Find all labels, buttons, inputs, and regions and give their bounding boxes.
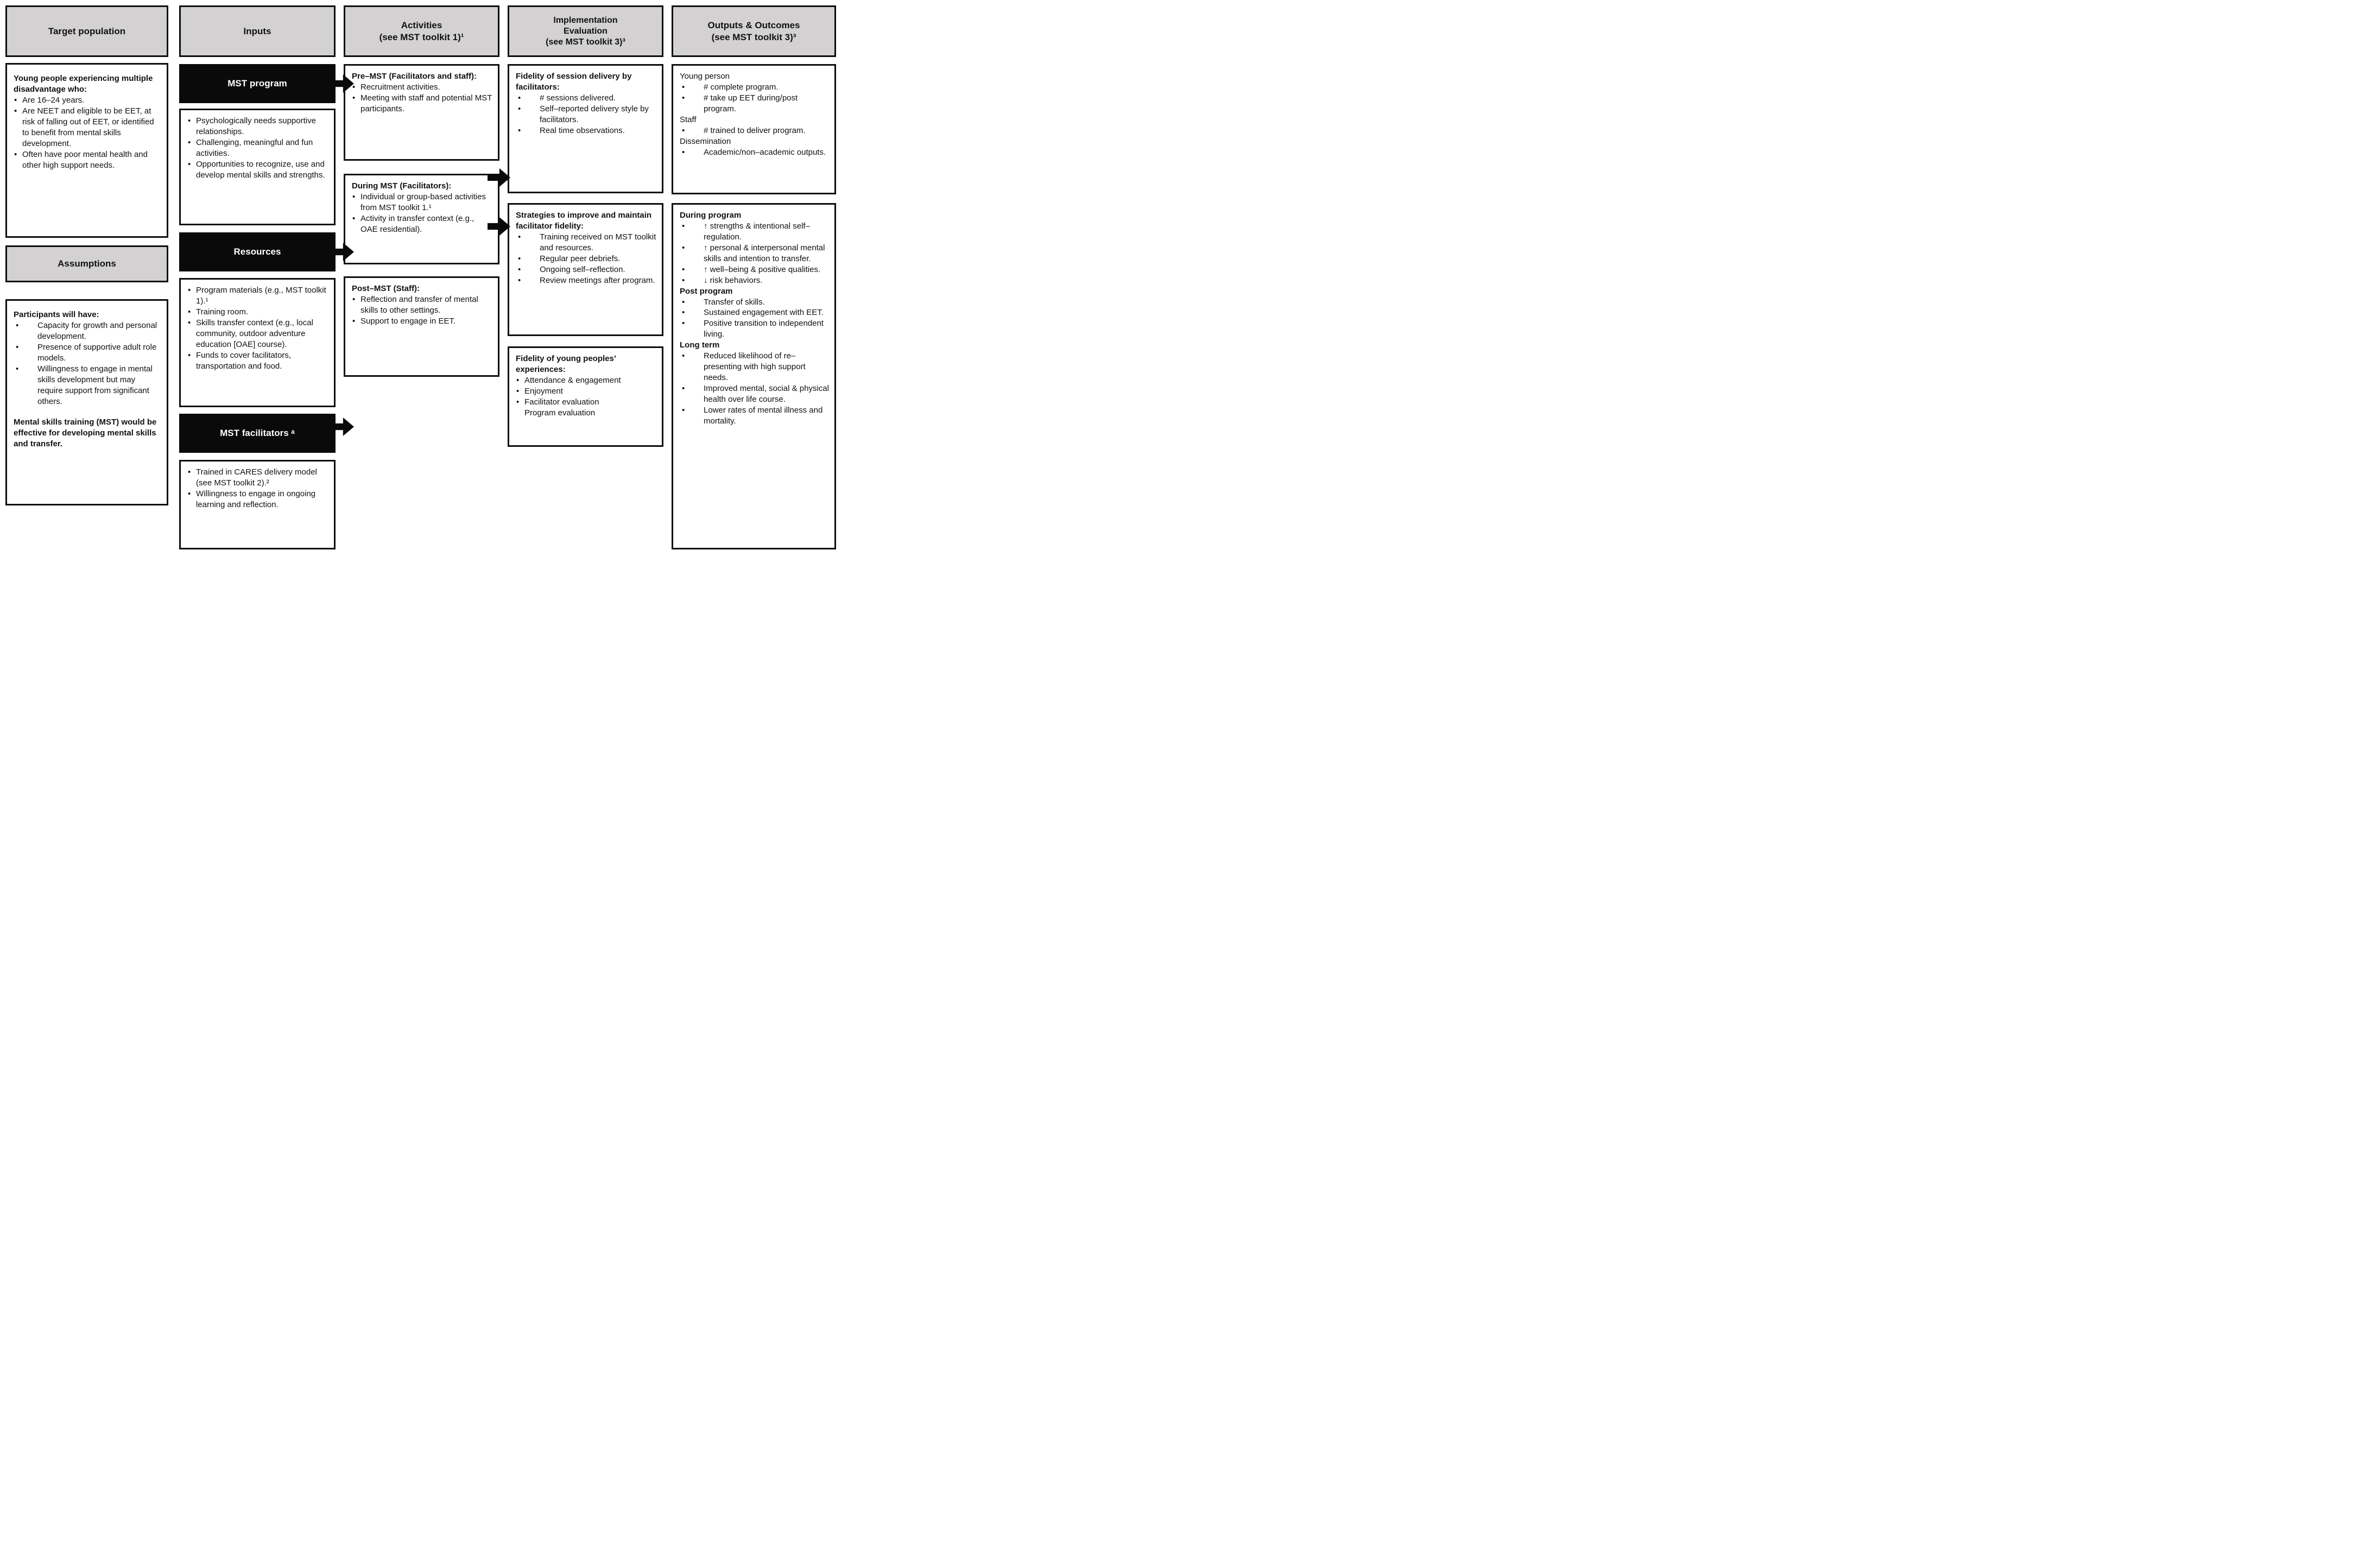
block-line: Opportunities to recognize, use and deve… (187, 159, 328, 181)
box-post-mst: Post–MST (Staff):Reflection and transfer… (344, 276, 499, 377)
block-heading: Fidelity of young peoples’ experiences: (516, 354, 616, 374)
block-line: Improved mental, social & physical healt… (680, 383, 829, 405)
block-line: Meeting with staff and potential MST par… (352, 93, 492, 115)
block-line: # sessions delivered. (516, 93, 656, 104)
block-line: Enjoyment (516, 386, 656, 397)
box-strategies-fidelity: Strategies to improve and maintain facil… (508, 203, 663, 336)
box-target-population: Young people experiencing multiple disad… (5, 63, 168, 238)
block-line: Sustained engagement with EET. (680, 307, 829, 318)
box-outcomes: During program↑ strengths & intentional … (672, 203, 836, 549)
block-line: Attendance & engagement (516, 375, 656, 386)
block-line: Lower rates of mental illness and mortal… (680, 405, 829, 427)
block-line: Support to engage in EET. (352, 316, 492, 327)
block-heading: Post–MST (Staff): (352, 284, 420, 293)
block-line: Reduced likelihood of re–presenting with… (680, 351, 829, 383)
block-line: Young person (680, 72, 730, 81)
header-implementation-evaluation: Implementation Evaluation (see MST toolk… (508, 5, 663, 57)
block-line: Facilitator evaluation (516, 397, 656, 408)
block-heading: Strategies to improve and maintain facil… (516, 211, 652, 231)
block-heading: Fidelity of session delivery by facilita… (516, 72, 632, 92)
black-box-mst-program: MST program (179, 64, 336, 103)
box-during-mst: During MST (Facilitators):Individual or … (344, 174, 499, 264)
box-assumptions: Participants will have:Capacity for grow… (5, 299, 168, 505)
block-line: Academic/non–academic outputs. (680, 147, 829, 158)
block-line: Program materials (e.g., MST toolkit 1).… (187, 285, 328, 307)
header-activities: Activities (see MST toolkit 1)¹ (344, 5, 499, 57)
block-line: ↑ well–being & positive qualities. (680, 264, 829, 275)
block-line: ↓ risk behaviors. (680, 275, 829, 286)
block-line: Are NEET and eligible to be EET, at risk… (14, 106, 161, 149)
block-line: ↑ strengths & intentional self–regulatio… (680, 221, 829, 243)
column-target-population: Target population Young people experienc… (5, 0, 168, 553)
box-fidelity-session-delivery: Fidelity of session delivery by facilita… (508, 64, 663, 193)
block-line: Self–reported delivery style by facilita… (516, 104, 656, 125)
column-implementation-evaluation: Implementation Evaluation (see MST toolk… (508, 0, 663, 553)
block-line: Funds to cover facilitators, transportat… (187, 350, 328, 372)
header-target-population: Target population (5, 5, 168, 57)
block-heading: Participants will have: (14, 310, 99, 319)
column-inputs: Inputs MST program Psychologically needs… (179, 0, 336, 553)
block-line: Regular peer debriefs. (516, 254, 656, 264)
black-box-mst-facilitators: MST facilitators ᵃ (179, 414, 336, 453)
block-line: Willingness to engage in mental skills d… (14, 364, 161, 407)
logic-model-diagram: Target population Young people experienc… (0, 0, 840, 553)
block-line: Trained in CARES delivery model (see MST… (187, 467, 328, 489)
block-line: Presence of supportive adult role models… (14, 342, 161, 364)
block-line: Training room. (187, 307, 328, 318)
block-gap (14, 407, 161, 417)
block-line: ↑ personal & interpersonal mental skills… (680, 243, 829, 264)
column-outputs-outcomes: Outputs & Outcomes (see MST toolkit 3)³ … (672, 0, 836, 553)
block-line: Positive transition to independent livin… (680, 318, 829, 340)
block-heading: During program (680, 211, 742, 220)
block-line: Psychologically needs supportive relatio… (187, 116, 328, 137)
block-heading: Pre–MST (Facilitators and staff): (352, 72, 477, 81)
block-heading: Young people experiencing multiple disad… (14, 74, 153, 94)
block-line: # take up EET during/post program. (680, 93, 829, 115)
block-line: Reflection and transfer of mental skills… (352, 294, 492, 316)
box-mst-program-details: Psychologically needs supportive relatio… (179, 109, 336, 225)
box-outputs: Young person# complete program.# take up… (672, 64, 836, 194)
block-line: Activity in transfer context (e.g., OAE … (352, 213, 492, 235)
black-box-resources: Resources (179, 232, 336, 271)
column-activities: Activities (see MST toolkit 1)¹ Pre–MST … (344, 0, 499, 553)
header-assumptions: Assumptions (5, 245, 168, 282)
block-heading: Long term (680, 340, 720, 350)
block-line: Recruitment activities. (352, 82, 492, 93)
block-line: Training received on MST toolkit and res… (516, 232, 656, 254)
block-heading: During MST (Facilitators): (352, 181, 452, 191)
block-line: Program evaluation (524, 408, 596, 418)
box-fidelity-young-peoples-experiences: Fidelity of young peoples’ experiences:A… (508, 346, 663, 447)
block-line: Real time observations. (516, 125, 656, 136)
block-line: Capacity for growth and personal develop… (14, 320, 161, 342)
block-line: Ongoing self–reflection. (516, 264, 656, 275)
block-line: Review meetings after program. (516, 275, 656, 286)
box-mst-facilitators-details: Trained in CARES delivery model (see MST… (179, 460, 336, 549)
block-line: Challenging, meaningful and fun activiti… (187, 137, 328, 159)
block-line: Individual or group-based activities fro… (352, 192, 492, 213)
block-line: Transfer of skills. (680, 297, 829, 308)
box-pre-mst: Pre–MST (Facilitators and staff):Recruit… (344, 64, 499, 161)
block-line: Skills transfer context (e.g., local com… (187, 318, 328, 350)
header-inputs: Inputs (179, 5, 336, 57)
header-outputs-outcomes: Outputs & Outcomes (see MST toolkit 3)³ (672, 5, 836, 57)
block-line: Dissemination (680, 136, 731, 146)
block-heading: Mental skills training (MST) would be ef… (14, 418, 157, 449)
block-line: Willingness to engage in ongoing learnin… (187, 489, 328, 510)
box-resources-details: Program materials (e.g., MST toolkit 1).… (179, 278, 336, 407)
block-line: # trained to deliver program. (680, 125, 829, 136)
block-line: Often have poor mental health and other … (14, 149, 161, 171)
block-line: Are 16–24 years. (14, 95, 161, 106)
block-line: # complete program. (680, 82, 829, 93)
block-heading: Post program (680, 286, 733, 296)
block-line: Staff (680, 115, 697, 124)
